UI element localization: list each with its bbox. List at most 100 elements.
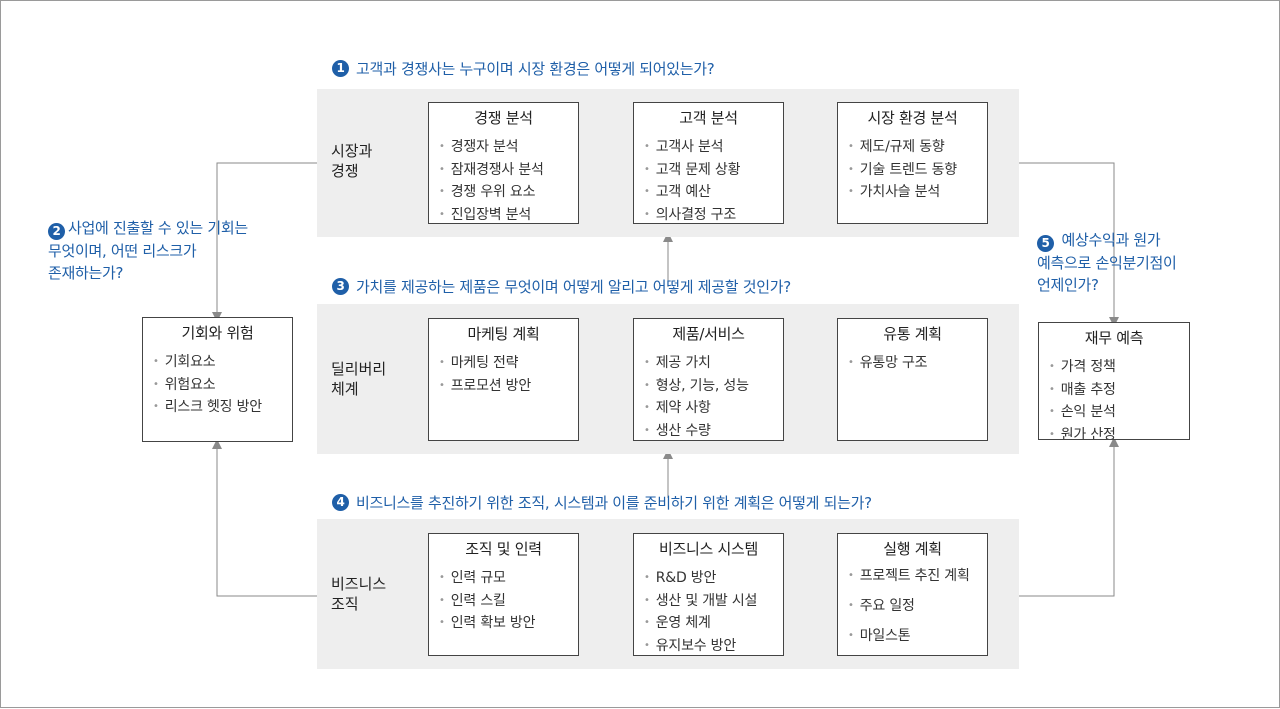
band-organization-label-line-1: 비즈니스 (331, 575, 387, 593)
list-item: 제약 사항 (644, 397, 783, 420)
list-item: 제도/규제 동향 (848, 136, 987, 159)
item-list: 고객사 분석 고객 문제 상황 고객 예산 의사결정 구조 (634, 136, 783, 226)
box-title: 기회와 위험 (181, 324, 254, 342)
box-title: 실행 계획 (883, 540, 942, 558)
list-item: 인력 규모 (439, 567, 578, 590)
list-item: 원가 산정 (1049, 424, 1189, 440)
list-item: 위험요소 (153, 374, 292, 397)
box-title: 재무 예측 (1084, 329, 1144, 347)
list-item: 잠재경쟁사 분석 (439, 159, 578, 182)
list-item: 유통망 구조 (848, 352, 987, 375)
list-item: 인력 스킬 (439, 590, 578, 613)
box-title: 비즈니스 시스템 (659, 540, 758, 558)
question-2-number: 2 (48, 223, 65, 240)
item-list: 프로젝트 추진 계획 주요 일정 마일스톤 (838, 561, 987, 651)
question-1-number: 1 (332, 60, 349, 77)
band-delivery-label-line-2: 체계 (331, 380, 359, 398)
question-5-text-line-1: 예상수익과 원가 (1061, 231, 1161, 249)
list-item: 마케팅 전략 (439, 352, 578, 375)
box-organization-staffing: 조직 및 인력 인력 규모 인력 스킬 인력 확보 방안 (428, 533, 579, 656)
question-3: 3 가치를 제공하는 제품은 무엇이며 어떻게 알리고 어떻게 제공할 것인가? (332, 276, 791, 297)
question-5-text-line-2: 예측으로 손익분기점이 (1037, 254, 1177, 272)
band-delivery-label-line-1: 딜리버리 (331, 360, 387, 378)
list-item: 운영 체계 (644, 612, 783, 635)
band-market-label-line-2: 경쟁 (331, 162, 359, 180)
box-opportunity-risk: 기회와 위험 기회요소 위험요소 리스크 헷징 방안 (142, 317, 293, 442)
box-customer-analysis: 고객 분석 고객사 분석 고객 문제 상황 고객 예산 의사결정 구조 (633, 102, 784, 224)
list-item: 경쟁 우위 요소 (439, 181, 578, 204)
band-organization-label-line-2: 조직 (331, 595, 359, 613)
box-business-system: 비즈니스 시스템 R&D 방안 생산 및 개발 시설 운영 체계 유지보수 방안 (633, 533, 784, 656)
question-4-number: 4 (332, 494, 349, 511)
list-item: 고객 문제 상황 (644, 159, 783, 182)
list-item: 가치사슬 분석 (848, 181, 987, 204)
item-list: R&D 방안 생산 및 개발 시설 운영 체계 유지보수 방안 (634, 567, 783, 657)
box-financial-forecast: 재무 예측 가격 정책 매출 추정 손익 분석 원가 산정 (1038, 322, 1190, 440)
list-item: 프로젝트 추진 계획 (848, 561, 987, 591)
band-delivery-label: 딜리버리 체계 (331, 359, 386, 399)
question-5-text-line-3: 언제인가? (1037, 276, 1099, 294)
item-list: 경쟁자 분석 잠재경쟁사 분석 경쟁 우위 요소 진입장벽 분석 (429, 136, 578, 226)
box-title: 고객 분석 (679, 109, 738, 127)
list-item: 가격 정책 (1049, 356, 1189, 379)
box-title: 경쟁 분석 (474, 109, 533, 127)
item-list: 마케팅 전략 프로모션 방안 (429, 352, 578, 397)
question-2-text-line-1: 사업에 진출할 수 있는 기회는 (68, 219, 248, 237)
band-market-competition: 시장과 경쟁 경쟁 분석 경쟁자 분석 잠재경쟁사 분석 경쟁 우위 요소 진입… (317, 89, 1019, 237)
question-4: 4 비즈니스를 추진하기 위한 조직, 시스템과 이를 준비하기 위한 계획은 … (332, 492, 872, 513)
list-item: 진입장벽 분석 (439, 204, 578, 227)
connector-organization-to-opportunity (212, 439, 317, 597)
box-title: 시장 환경 분석 (867, 109, 958, 127)
box-marketing-plan: 마케팅 계획 마케팅 전략 프로모션 방안 (428, 318, 579, 441)
list-item: 마일스톤 (848, 621, 987, 651)
box-competition-analysis: 경쟁 분석 경쟁자 분석 잠재경쟁사 분석 경쟁 우위 요소 진입장벽 분석 (428, 102, 579, 224)
list-item: 유지보수 방안 (644, 635, 783, 658)
box-title: 마케팅 계획 (467, 325, 540, 343)
box-title: 제품/서비스 (672, 325, 745, 343)
list-item: 의사결정 구조 (644, 204, 783, 227)
question-5-number: 5 (1037, 235, 1054, 252)
item-list: 인력 규모 인력 스킬 인력 확보 방안 (429, 567, 578, 635)
box-title: 조직 및 인력 (465, 540, 542, 558)
list-item: 고객 예산 (644, 181, 783, 204)
connector-market-to-opportunity (212, 162, 317, 322)
list-item: 손익 분석 (1049, 401, 1189, 424)
band-market-label-line-1: 시장과 (331, 142, 373, 160)
box-product-service: 제품/서비스 제공 가치 형상, 기능, 성능 제약 사항 생산 수량 (633, 318, 784, 441)
item-list: 가격 정책 매출 추정 손익 분석 원가 산정 (1039, 356, 1189, 440)
connector-market-to-finance (1019, 162, 1119, 327)
list-item: 생산 및 개발 시설 (644, 590, 783, 613)
list-item: R&D 방안 (644, 567, 783, 590)
question-2-text-line-3: 존재하는가? (48, 264, 124, 282)
box-distribution-plan: 유통 계획 유통망 구조 (837, 318, 988, 441)
question-1-text: 고객과 경쟁사는 누구이며 시장 환경은 어떻게 되어있는가? (356, 60, 715, 78)
item-list: 제도/규제 동향 기술 트렌드 동향 가치사슬 분석 (838, 136, 987, 204)
list-item: 기술 트렌드 동향 (848, 159, 987, 182)
box-execution-plan: 실행 계획 프로젝트 추진 계획 주요 일정 마일스톤 (837, 533, 988, 656)
list-item: 기회요소 (153, 351, 292, 374)
question-4-text: 비즈니스를 추진하기 위한 조직, 시스템과 이를 준비하기 위한 계획은 어떻… (356, 494, 872, 512)
band-business-organization: 비즈니스 조직 조직 및 인력 인력 규모 인력 스킬 인력 확보 방안 비즈니… (317, 519, 1019, 669)
list-item: 리스크 헷징 방안 (153, 396, 292, 419)
item-list: 유통망 구조 (838, 352, 987, 375)
list-item: 주요 일정 (848, 591, 987, 621)
question-3-number: 3 (332, 278, 349, 295)
list-item: 형상, 기능, 성능 (644, 375, 783, 398)
list-item: 인력 확보 방안 (439, 612, 578, 635)
list-item: 경쟁자 분석 (439, 136, 578, 159)
band-organization-label: 비즈니스 조직 (331, 574, 386, 614)
list-item: 고객사 분석 (644, 136, 783, 159)
list-item: 제공 가치 (644, 352, 783, 375)
list-item: 매출 추정 (1049, 379, 1189, 402)
question-1: 1 고객과 경쟁사는 누구이며 시장 환경은 어떻게 되어있는가? (332, 58, 715, 79)
question-3-text: 가치를 제공하는 제품은 무엇이며 어떻게 알리고 어떻게 제공할 것인가? (356, 278, 791, 296)
item-list: 제공 가치 형상, 기능, 성능 제약 사항 생산 수량 (634, 352, 783, 442)
question-5: 5 예상수익과 원가 예측으로 손익분기점이 언제인가? (1037, 229, 1177, 296)
connector-organization-to-finance (1019, 437, 1119, 597)
band-delivery-system: 딜리버리 체계 마케팅 계획 마케팅 전략 프로모션 방안 제품/서비스 제공 … (317, 304, 1019, 454)
question-5-line-1: 5 예상수익과 원가 (1037, 229, 1176, 252)
